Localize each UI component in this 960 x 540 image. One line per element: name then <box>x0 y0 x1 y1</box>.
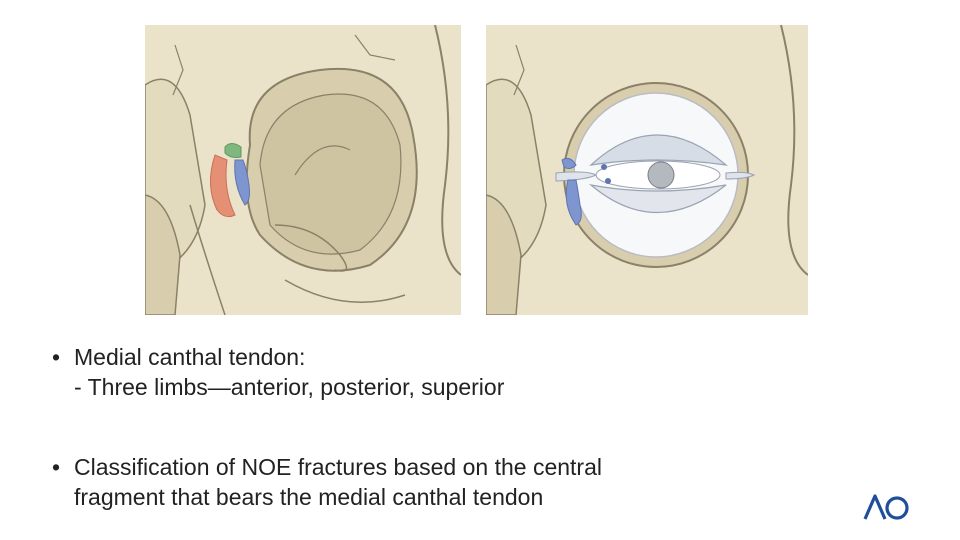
bullet-line: - Three limbs—anterior, posterior, super… <box>74 374 505 400</box>
orbit-illustration-left <box>145 25 461 315</box>
bullet-noe-classification: • Classification of NOE fractures based … <box>52 452 772 512</box>
bullet-marker: • <box>52 344 61 370</box>
bullet-marker: • <box>52 454 61 480</box>
bullet-line: fragment that bears the medial canthal t… <box>74 484 544 510</box>
bullet-line: Medial canthal tendon: <box>74 344 306 370</box>
orbit-bones-drawing <box>145 25 461 315</box>
orbit-illustration-right <box>486 25 808 315</box>
ao-logo <box>862 492 912 522</box>
bullet-medial-canthal-tendon: • Medial canthal tendon: - Three limbs—a… <box>52 342 752 402</box>
bullet-line: Classification of NOE fractures based on… <box>74 454 602 480</box>
orbit-eyelid-drawing <box>486 25 808 315</box>
ao-logo-mark <box>863 494 909 520</box>
